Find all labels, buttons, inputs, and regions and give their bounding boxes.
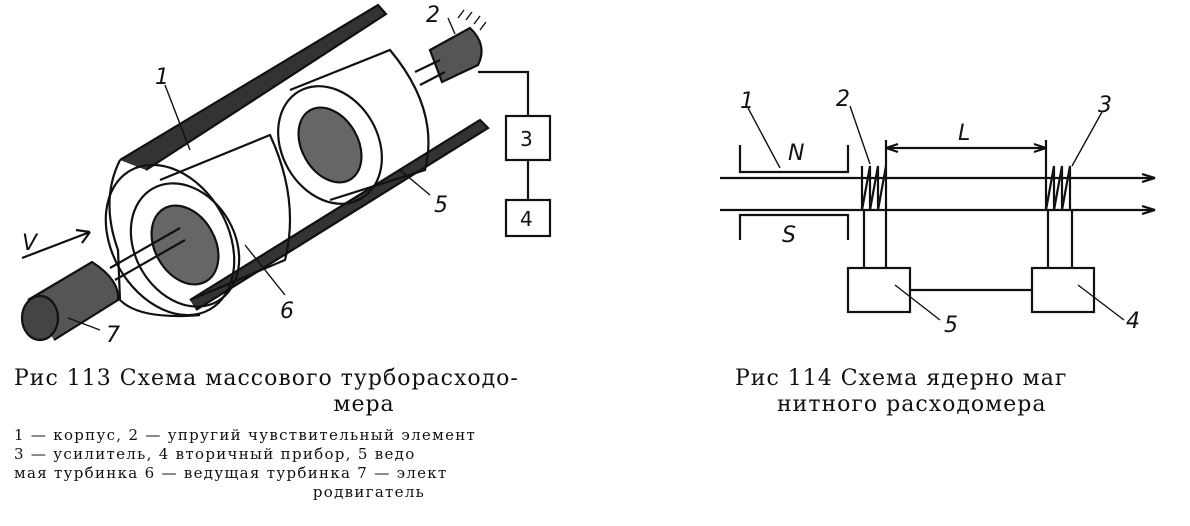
legend-113-line3: мая турбинка 6 — ведущая турбинка 7 — эл… xyxy=(14,464,448,482)
elastic-element-cylinder xyxy=(428,26,483,84)
leader-7 xyxy=(67,317,101,331)
leader-3 xyxy=(1071,111,1103,167)
caption-114: Рис 114 Схема ядерно маг нитного расходо… xyxy=(735,366,1155,418)
label-s: S xyxy=(782,223,796,248)
label-1: 1 xyxy=(155,65,169,90)
shaft-right xyxy=(414,59,446,86)
legend-113-line2: 3 — усилитель, 4 вторичный прибор, 5 вед… xyxy=(14,445,416,463)
coil-2-leads xyxy=(862,210,888,268)
label-1: 1 xyxy=(740,89,754,114)
caption-113-line2: мера xyxy=(333,392,395,417)
driven-turbine-front xyxy=(277,85,383,205)
label-3: 3 xyxy=(520,127,533,151)
label-4: 4 xyxy=(520,207,533,231)
motor-end xyxy=(20,294,60,342)
label-5: 5 xyxy=(434,193,448,218)
driving-turbine-hub xyxy=(150,204,220,286)
leader-1 xyxy=(164,84,191,151)
label-l: L xyxy=(958,121,970,146)
label-n: N xyxy=(788,141,804,166)
leader-2 xyxy=(447,17,456,35)
label-3: 3 xyxy=(1098,93,1112,118)
wire-to-amplifier xyxy=(478,70,530,115)
flow-arrow xyxy=(21,230,91,260)
housing-upper-shell xyxy=(119,3,388,171)
coil-3-leads xyxy=(1046,210,1074,268)
label-2: 2 xyxy=(426,3,440,28)
figure-113-turbine-flowmeter: 1 2 3 4 5 6 7 V xyxy=(20,3,552,348)
figure-114-nmr-flowmeter: 1 2 3 4 5 N S L xyxy=(720,87,1156,338)
box-5 xyxy=(846,266,912,314)
caption-113-line1: Рис 113 Схема массового турборасходо- xyxy=(14,366,519,391)
caption-114-line1: Рис 114 Схема ядерно маг xyxy=(735,366,1068,391)
leader-4 xyxy=(1077,284,1125,321)
housing-front-opening xyxy=(104,163,236,317)
label-6: 6 xyxy=(280,299,294,324)
driving-turbine-body xyxy=(159,133,292,302)
driven-turbine-body xyxy=(289,48,430,202)
legend-113-line1: 1 — корпус, 2 — упругий чувствительный э… xyxy=(14,426,477,444)
coil-2 xyxy=(860,165,888,211)
elastic-hatch xyxy=(457,9,487,31)
flow-arrow-head xyxy=(75,228,91,244)
driving-turbine-front xyxy=(129,182,241,308)
caption-114-line2: нитного расходомера xyxy=(777,392,1047,417)
housing-upper-edge xyxy=(108,159,201,318)
magnet-north-pole xyxy=(738,145,850,174)
distance-l-arrows xyxy=(885,142,1047,154)
caption-113: Рис 113 Схема массового турборасходо- ме… xyxy=(14,366,654,418)
distance-l-ticks xyxy=(884,140,1048,166)
legend-113-line4: родвигатель xyxy=(312,483,426,501)
leader-2 xyxy=(849,105,871,165)
pipe-upper-arrow xyxy=(1141,172,1156,184)
pipe-lower-arrow xyxy=(1141,204,1156,216)
leader-5 xyxy=(894,284,941,321)
label-2: 2 xyxy=(836,87,850,112)
leader-5 xyxy=(399,169,431,196)
label-v: V xyxy=(22,231,39,256)
housing-lower-shell xyxy=(189,118,490,311)
legend-113: 1 — корпус, 2 — упругий чувствительный э… xyxy=(14,426,654,502)
magnet-south-pole xyxy=(738,213,850,240)
coil-3 xyxy=(1044,165,1072,211)
shaft-left xyxy=(109,227,186,281)
label-4: 4 xyxy=(1126,309,1140,334)
label-7: 7 xyxy=(106,323,120,348)
amplifier-box xyxy=(504,114,552,162)
secondary-instrument-box xyxy=(504,198,552,238)
leader-1 xyxy=(747,107,781,169)
label-5: 5 xyxy=(944,313,958,338)
driven-turbine-hub xyxy=(297,106,363,184)
leader-6 xyxy=(244,244,286,296)
